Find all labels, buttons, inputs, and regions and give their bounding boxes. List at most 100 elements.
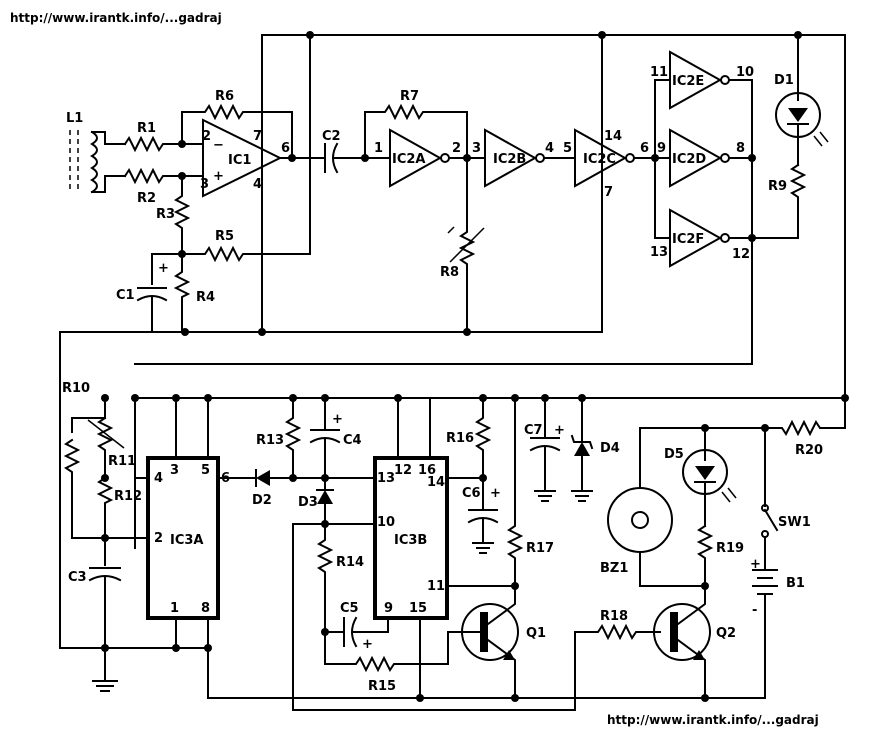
svg-text:-: - — [752, 603, 757, 618]
svg-text:4: 4 — [154, 471, 163, 486]
label-q1: Q1 — [526, 626, 546, 641]
label-d5: D5 — [664, 447, 684, 462]
svg-text:8: 8 — [201, 601, 210, 616]
pin-ic1-4: 4 — [253, 177, 262, 192]
buzzer-bz1 — [607, 487, 706, 587]
svg-text:16: 16 — [418, 463, 436, 478]
label-ic2c: IC2C — [583, 152, 616, 167]
svg-text:3: 3 — [170, 463, 179, 478]
svg-text:3: 3 — [472, 141, 481, 156]
label-r20: R20 — [795, 443, 823, 458]
svg-text:14: 14 — [604, 129, 622, 144]
source-url-top: http://www.irantk.info/...gadraj — [10, 11, 222, 25]
svg-text:12: 12 — [732, 247, 750, 262]
label-c5: C5 — [340, 601, 359, 616]
svg-text:+: + — [213, 169, 224, 184]
svg-text:2: 2 — [154, 531, 163, 546]
svg-text:+: + — [490, 486, 501, 501]
label-r6: R6 — [215, 89, 234, 104]
svg-text:5: 5 — [201, 463, 210, 478]
ground-symbol-1 — [92, 647, 118, 692]
resistor-r16 — [446, 397, 492, 479]
resistor-r11 — [96, 416, 114, 479]
capacitor-c1 — [136, 253, 186, 333]
diode-d2 — [256, 470, 270, 486]
svg-text:5: 5 — [563, 141, 572, 156]
led-d5 — [682, 427, 737, 527]
label-r13: R13 — [256, 433, 284, 448]
svg-text:1: 1 — [374, 141, 383, 156]
label-ic1: IC1 — [228, 153, 251, 168]
label-ic2e: IC2E — [672, 74, 704, 89]
label-r8: R8 — [440, 265, 459, 280]
svg-text:14: 14 — [427, 475, 445, 490]
svg-text:11: 11 — [650, 65, 668, 80]
resistor-r7 — [364, 103, 468, 159]
svg-text:7: 7 — [604, 185, 613, 200]
svg-text:−: − — [213, 138, 224, 153]
zener-d4 — [570, 397, 594, 502]
label-b1: B1 — [786, 576, 805, 591]
coil-l1 — [69, 130, 126, 194]
svg-text:+: + — [332, 412, 343, 427]
source-url-bottom: http://www.irantk.info/...gadraj — [607, 713, 819, 727]
label-c4: C4 — [343, 433, 362, 448]
resistor-r14 — [316, 523, 334, 633]
label-c7: C7 — [524, 423, 543, 438]
op-amp-ic1 — [202, 118, 283, 198]
label-ic3b: IC3B — [394, 533, 427, 548]
svg-text:+: + — [158, 261, 169, 276]
label-r15: R15 — [368, 679, 396, 694]
svg-text:11: 11 — [427, 579, 445, 594]
inverter-ic2d — [669, 128, 723, 188]
resistor-r9 — [789, 163, 807, 206]
diode-d3 — [317, 490, 333, 504]
label-r11: R11 — [108, 454, 136, 469]
label-r2: R2 — [137, 191, 156, 206]
inverter-ic2f — [669, 208, 723, 268]
label-ic2d: IC2D — [672, 152, 706, 167]
switch-sw1[interactable] — [761, 427, 779, 559]
capacitor-c4 — [309, 397, 341, 479]
label-c3: C3 — [68, 570, 87, 585]
resistor-r13 — [284, 397, 302, 479]
resistor-r19 — [696, 524, 714, 601]
inverter-ic2a — [389, 128, 443, 188]
svg-text:10: 10 — [377, 515, 395, 530]
resistor-r3 — [173, 175, 191, 255]
resistor-r20 — [764, 397, 846, 437]
resistor-r4 — [173, 253, 191, 333]
svg-text:15: 15 — [409, 601, 427, 616]
resistor-r1 — [123, 135, 204, 153]
label-ic2f: IC2F — [672, 232, 704, 247]
svg-text:9: 9 — [384, 601, 393, 616]
inverter-ic2b — [484, 128, 538, 188]
label-r4: R4 — [196, 290, 215, 305]
capacitor-c3 — [88, 567, 122, 649]
svg-text:13: 13 — [650, 245, 668, 260]
label-r14: R14 — [336, 555, 364, 570]
svg-text:+: + — [362, 637, 373, 652]
label-r10: R10 — [62, 381, 90, 396]
label-q2: Q2 — [716, 626, 736, 641]
svg-text:8: 8 — [736, 141, 745, 156]
inverter-ic2c — [574, 128, 628, 188]
transistor-q1 — [461, 585, 519, 699]
label-ic3a: IC3A — [170, 533, 203, 548]
label-d1: D1 — [774, 73, 794, 88]
pin-ic1-3: 3 — [200, 177, 209, 192]
svg-text:10: 10 — [736, 65, 754, 80]
svg-text:1: 1 — [170, 601, 179, 616]
label-r3: R3 — [156, 207, 175, 222]
svg-text:+: + — [750, 557, 761, 572]
label-d4: D4 — [600, 441, 620, 456]
svg-text:4: 4 — [545, 141, 554, 156]
label-d2: D2 — [252, 493, 272, 508]
resistor-r12 — [96, 476, 149, 539]
label-r7: R7 — [400, 89, 419, 104]
svg-text:9: 9 — [657, 141, 666, 156]
label-r9: R9 — [768, 179, 787, 194]
svg-text:+: + — [554, 423, 565, 438]
resistor-r2 — [123, 167, 204, 185]
label-ic2b: IC2B — [493, 152, 526, 167]
